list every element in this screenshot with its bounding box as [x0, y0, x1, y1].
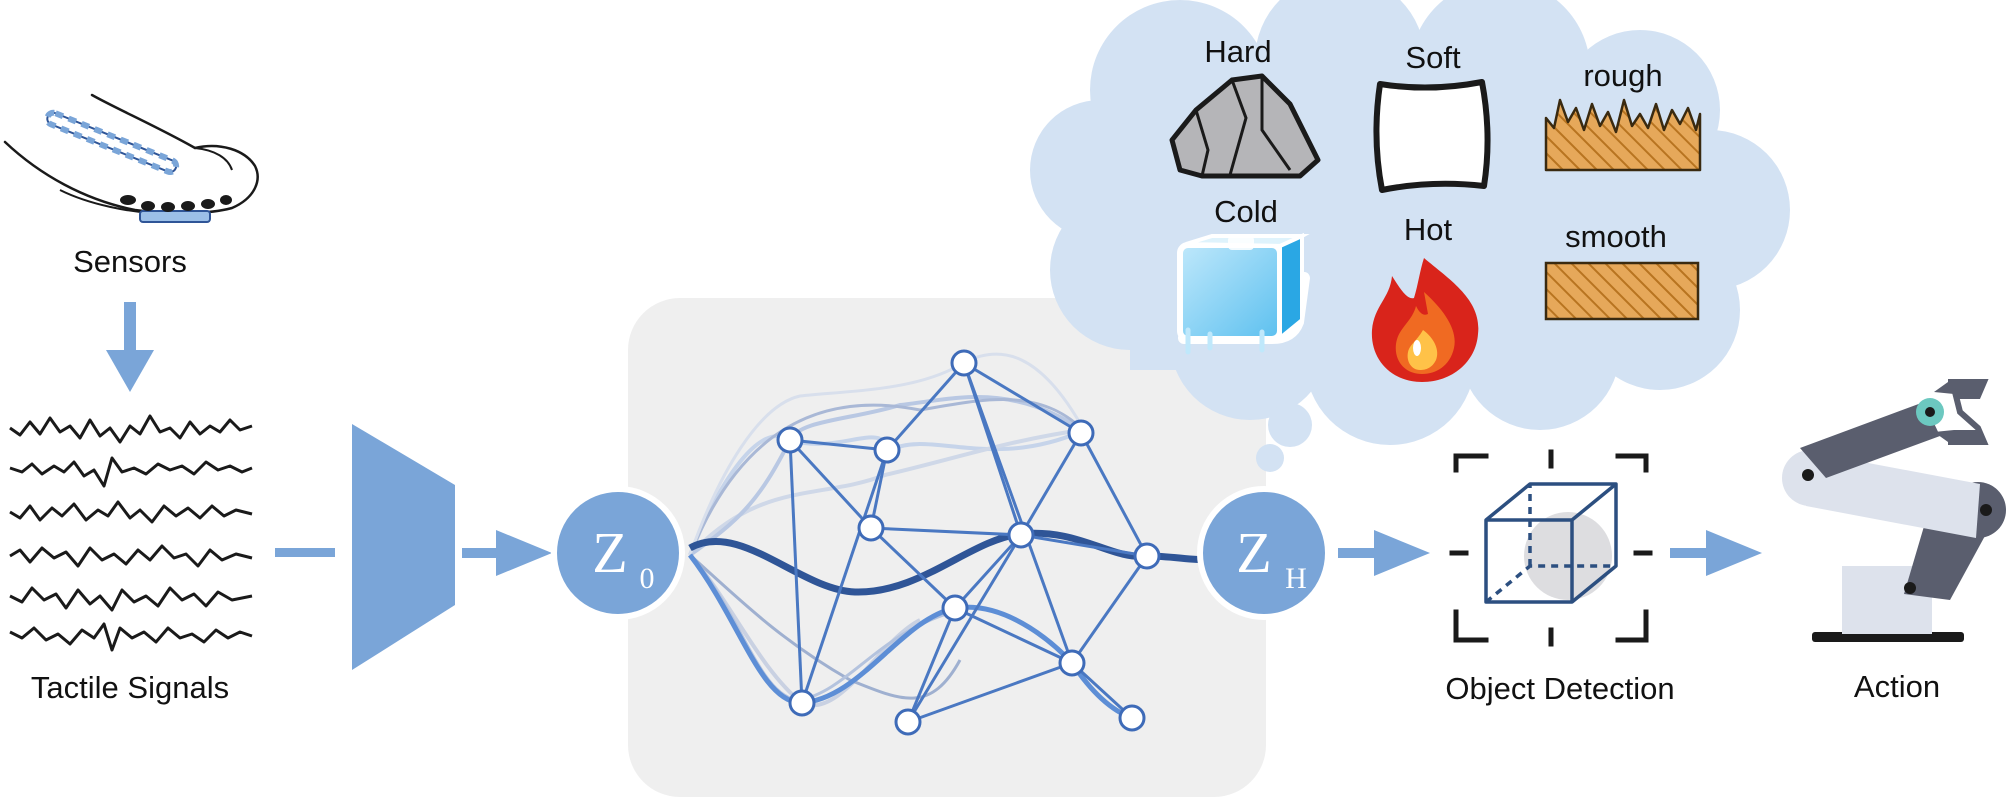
tactile-signals-waveforms [9, 414, 253, 652]
tactile-signals-label: Tactile Signals [31, 670, 229, 705]
robot-arm-icon [1782, 379, 2006, 642]
object-detection-icon [1449, 449, 1653, 647]
rock-icon [1169, 73, 1321, 179]
graph-node [857, 514, 885, 542]
latent-graph [688, 349, 1211, 736]
signal-connector-line [275, 548, 335, 557]
flame-icon [1371, 258, 1479, 382]
graph-node [873, 436, 901, 464]
cold-label: Cold [1214, 194, 1278, 229]
graph-node [950, 349, 978, 377]
latent-dynamics-panel [628, 298, 1266, 797]
graph-node [1133, 542, 1161, 570]
graph-node [894, 708, 922, 736]
hot-label: Hot [1404, 212, 1453, 247]
hard-label: Hard [1204, 34, 1271, 69]
smooth-texture-icon [1544, 261, 1700, 321]
graph-node [776, 426, 804, 454]
zh-node: Z H [1197, 486, 1331, 620]
down-arrow-icon [106, 302, 154, 392]
svg-text:H: H [1285, 562, 1307, 595]
graph-node [1118, 704, 1146, 732]
rough-texture-icon [1544, 98, 1702, 172]
smooth-label: smooth [1565, 219, 1667, 254]
graph-node [941, 594, 969, 622]
hand-sensor-icon [3, 93, 259, 223]
object-detection-label: Object Detection [1445, 671, 1674, 706]
z0-node: Z 0 [551, 486, 685, 620]
soft-label: Soft [1405, 40, 1461, 75]
graph-node [1058, 649, 1086, 677]
svg-text:Z: Z [592, 520, 627, 585]
action-label: Action [1854, 669, 1940, 704]
encoder-trapezoid [352, 424, 455, 670]
pillow-icon [1373, 79, 1491, 193]
rough-label: rough [1583, 58, 1662, 93]
graph-node [1067, 419, 1095, 447]
graph-node [788, 689, 816, 717]
svg-text:Z: Z [1236, 520, 1271, 585]
svg-text:0: 0 [640, 562, 655, 595]
action-arrow-icon [1670, 530, 1762, 576]
detection-arrow-icon [1338, 530, 1430, 576]
graph-node [1007, 521, 1035, 549]
encoder-arrow-icon [462, 530, 552, 576]
ice-cube-icon [1177, 232, 1310, 355]
sensors-label: Sensors [73, 244, 187, 279]
